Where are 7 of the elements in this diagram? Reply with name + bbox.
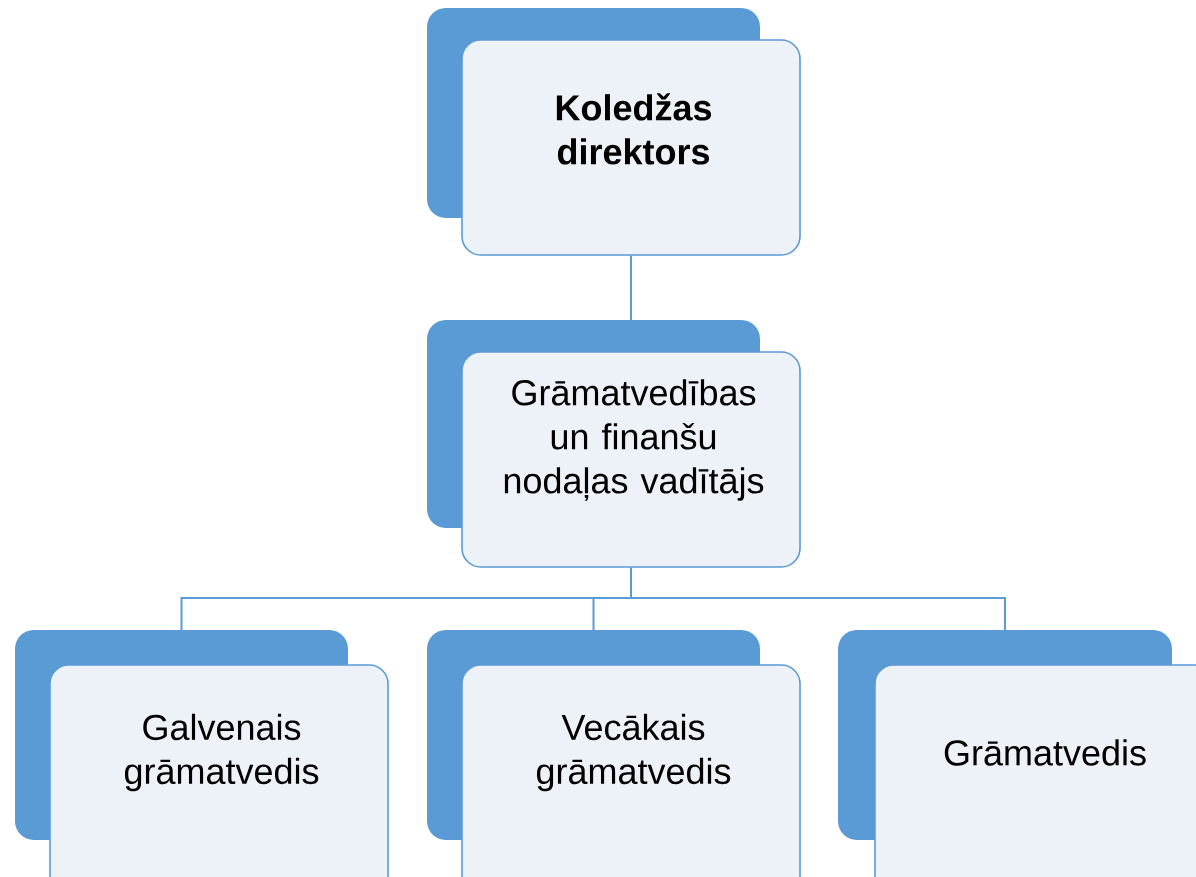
org-box: Grāmatvedības un finanšu nodaļas vadītājs [427, 320, 801, 568]
connector-line [630, 566, 1006, 631]
org-box: Galvenais grāmatvedis [15, 630, 389, 877]
org-box: Grāmatvedis [838, 630, 1196, 877]
org-box: Koledžas direktors [427, 8, 801, 256]
org-box: Vecākais grāmatvedis [427, 630, 801, 877]
connector-line [630, 254, 632, 321]
